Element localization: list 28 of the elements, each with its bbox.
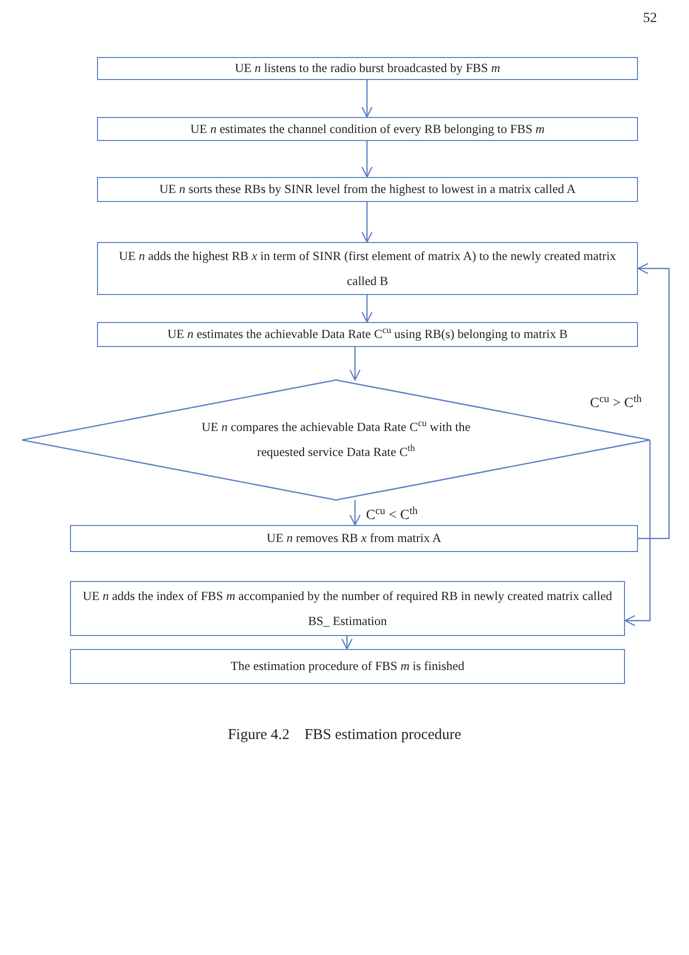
step-text: UE n removes RB x from matrix A bbox=[266, 530, 442, 547]
arrow bbox=[361, 141, 373, 178]
step-text: UE n listens to the radio burst broadcasted by FBS m bbox=[234, 60, 500, 77]
process-box bbox=[97, 117, 638, 141]
process-box bbox=[70, 581, 625, 636]
arrow bbox=[341, 636, 353, 650]
process-box bbox=[97, 322, 638, 347]
process-box bbox=[97, 177, 638, 202]
arrow bbox=[361, 295, 373, 323]
arrow bbox=[624, 440, 651, 626]
step-text: UE n adds the highest RB x in term of SINR (first element of matrix A) to the newly created matrix called B bbox=[118, 248, 618, 290]
arrow bbox=[349, 500, 361, 526]
step-text: UE n compares the achievable Data Rate C$^{cu}$ with the requested service Data Rate C$^{th}$ bbox=[200, 418, 472, 461]
step-text: UE n estimates the achievable Data Rate C$^{cu}$ using RB(s) belonging to matrix B bbox=[167, 325, 568, 343]
step-text: The estimation procedure of FBS m is finished bbox=[230, 658, 464, 675]
arrow bbox=[349, 347, 361, 381]
process-box bbox=[97, 57, 638, 80]
arrow bbox=[637, 262, 670, 540]
step-text: UE n estimates the channel condition of every RB belonging to FBS m bbox=[190, 120, 545, 138]
step-text: UE n adds the index of FBS m accompanied by the number of required RB in newly created matrix called BS_ Estimation bbox=[82, 588, 612, 630]
process-box bbox=[70, 525, 638, 552]
arrow bbox=[361, 80, 373, 118]
process-box bbox=[70, 649, 625, 684]
arrow bbox=[361, 202, 373, 243]
page-number: 52 bbox=[643, 10, 657, 28]
step-text: UE n sorts these RBs by SINR level from the highest to lowest in a matrix called A bbox=[159, 181, 576, 198]
process-box bbox=[97, 242, 638, 295]
figure-caption: Figure 4.2 FBS estimation procedure bbox=[226, 726, 462, 745]
